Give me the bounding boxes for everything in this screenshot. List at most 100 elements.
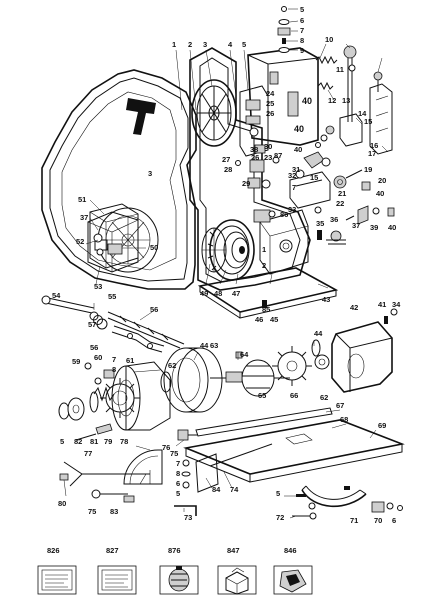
part-number-label: 65 [258,391,266,400]
lower-guide-cluster-26 [253,209,276,223]
motor-housing-box [87,211,139,273]
part-number-label: 30 [264,142,272,151]
part-number-label: 31 [292,165,300,174]
part-number-label: 5 [60,437,64,446]
lever-22-assembly [314,169,371,214]
part-number-label: 2 [262,261,266,270]
part-number-label: 1 [172,40,176,49]
part-number-label: 40 [294,145,302,154]
motor-stator-63 [163,347,223,413]
part-number-label: 45 [270,315,278,324]
motor-bearing-59-60 [84,362,115,385]
knob-15-cluster [295,151,331,179]
part-number-label: 24 [266,89,275,98]
table-top-69 [183,419,405,483]
part-number-label: 11 [336,65,344,74]
accessory-876-box [159,565,199,595]
part-number-label: 85 [262,305,270,314]
part-number-label: 15 [364,117,372,126]
part-number-label: 78 [120,437,128,446]
part-number-label: 7 [112,355,116,364]
part-number-label: 62 [168,361,176,370]
part-number-label: 49 [200,289,208,298]
part-number-label: 14 [358,109,367,118]
part-number-label: 15 [310,173,318,182]
part-number-label: 10 [325,35,333,44]
clip-37-39-40 [345,205,395,225]
part-number-label: 75 [88,507,96,516]
key-78-80 [75,423,113,441]
motor-mount-block [259,209,309,275]
part-number-label: 69 [378,421,386,430]
part-number-label: 5 [276,489,280,498]
part-number-label: 5 [300,5,304,14]
part-number-label: 34 [392,300,401,309]
part-number-label: 86 [280,210,288,219]
part-number-label: 9 [300,46,304,55]
part-number-label: 6 [176,479,180,488]
part-number-label: 43 [322,295,330,304]
accessory-code-label: 876 [168,546,181,555]
part-number-label: 55 [108,292,116,301]
part-number-label: 28 [224,165,232,174]
part-number-label: 39 [370,223,378,232]
part-number-label: 8 [300,36,304,45]
part-number-label: 64 [240,350,249,359]
part-number-label: 44 [200,341,209,350]
knob-85 [262,300,267,308]
part-number-label: 68 [340,415,348,424]
washer-81-82 [58,397,85,421]
screws-41-34 [384,308,398,324]
bolts-72-71 [292,494,317,520]
part-number-label: 40 [388,223,396,232]
part-number-label: 8 [112,365,116,374]
part-number-label: 62 [320,393,328,402]
motor-end-cap-61 [111,361,171,431]
guide-post-assembly [315,113,363,148]
motor-ring-62 [160,371,172,393]
part-number-label: 21 [338,189,346,198]
part-number-label: 22 [336,199,344,208]
part-number-label: 42 [350,303,358,312]
accessory-code-label: 846 [284,546,297,555]
part-number-label: 5 [176,489,180,498]
part-number-label: 37 [352,221,360,230]
part-number-label: 25 [266,99,274,108]
part-number-label: 13 [342,96,350,105]
part-number-label: 53 [94,282,102,291]
miter-gauge-quadrant [123,449,163,485]
accessory-826-box [37,565,77,595]
part-number-label: 81 [90,437,98,446]
part-number-label: 57 [88,320,96,329]
part-number-label: 51 [78,195,86,204]
part-number-label: 40 [294,124,304,134]
part-number-label: 83 [110,507,118,516]
part-number-label: 12 [328,96,336,105]
trunnion-70 [301,485,367,508]
upper-blade-guide [239,85,269,157]
part-number-label: 27 [222,155,230,164]
bolt-35-36 [317,230,346,245]
part-number-label: 56 [150,305,158,314]
part-number-label: 7 [300,26,304,35]
part-number-label: 59 [72,357,80,366]
part-number-label: 5 [242,40,246,49]
part-number-label: 3 [203,40,207,49]
part-number-label: 35 [316,219,324,228]
leader-lines [63,43,389,519]
washer-44 [311,339,321,357]
spring-79 [89,386,115,413]
base-plate [197,267,339,319]
trunnion-bracket [289,171,331,209]
part-number-label: 29 [242,179,250,188]
part-number-label: 8 [176,469,180,478]
part-number-label: 6 [300,16,304,25]
miter-guide-73-74 [195,443,273,493]
blade-tension-housing [247,47,319,146]
part-number-label: 4 [228,40,233,49]
part-number-label: 61 [126,356,134,365]
part-number-label: 32 [288,171,296,180]
part-number-label: 37 [80,213,88,222]
